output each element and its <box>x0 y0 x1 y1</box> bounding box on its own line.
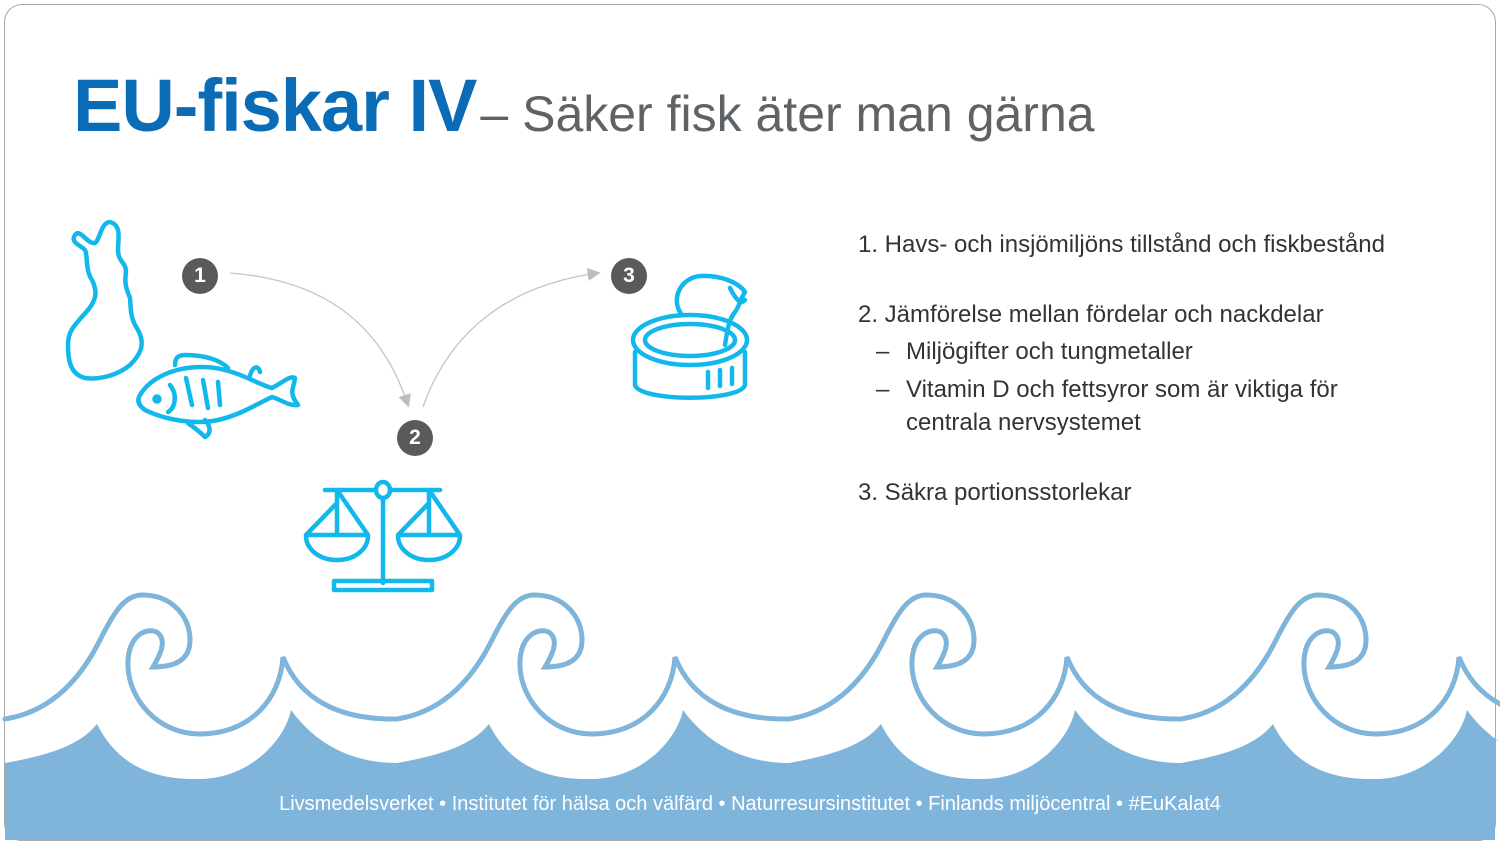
dash: – <box>876 376 890 403</box>
list-item-2: 2. Jämförelse mellan fördelar och nackde… <box>858 301 1324 328</box>
footer-organisations: Livsmedelsverket • Institutet för hälsa … <box>279 793 1221 815</box>
fish-icon <box>136 352 301 440</box>
tin-can-icon <box>630 273 750 400</box>
wave-curl <box>394 592 792 737</box>
list-item-3: 3. Säkra portionsstorlekar <box>858 479 1132 506</box>
sub-item-2: Vitamin D och fettsyror som är viktiga f… <box>906 376 1338 436</box>
title-main: EU-fiskar IV <box>73 64 477 147</box>
balance-scale-icon <box>303 479 463 593</box>
step-1-badge: 1 <box>182 258 218 294</box>
wave-curl <box>1178 592 1500 737</box>
arrow-1-to-2 <box>229 272 411 408</box>
list-item-1: 1. Havs- och insjömiljöns tillstånd och … <box>858 231 1385 258</box>
arrow-2-to-3 <box>422 267 601 408</box>
step-3-badge: 3 <box>611 258 647 294</box>
sea-fill <box>5 710 1500 840</box>
wave-lines <box>2 592 1500 737</box>
topic-list: 1. Havs- och insjömiljöns tillstånd och … <box>858 228 1418 509</box>
title-subtitle: – Säker fisk äter man gärna <box>480 86 1095 142</box>
dash: – <box>876 338 890 365</box>
step-2-badge: 2 <box>397 420 433 456</box>
wave-curl <box>2 592 400 737</box>
wave-curl <box>786 592 1184 737</box>
slide-title: EU-fiskar IV– Säker fisk äter man gärna <box>73 63 1095 148</box>
slide: EU-fiskar IV– Säker fisk äter man gärna <box>4 4 1496 841</box>
finland-map-icon <box>65 219 144 381</box>
sub-item-1: Miljögifter och tungmetaller <box>906 338 1193 365</box>
